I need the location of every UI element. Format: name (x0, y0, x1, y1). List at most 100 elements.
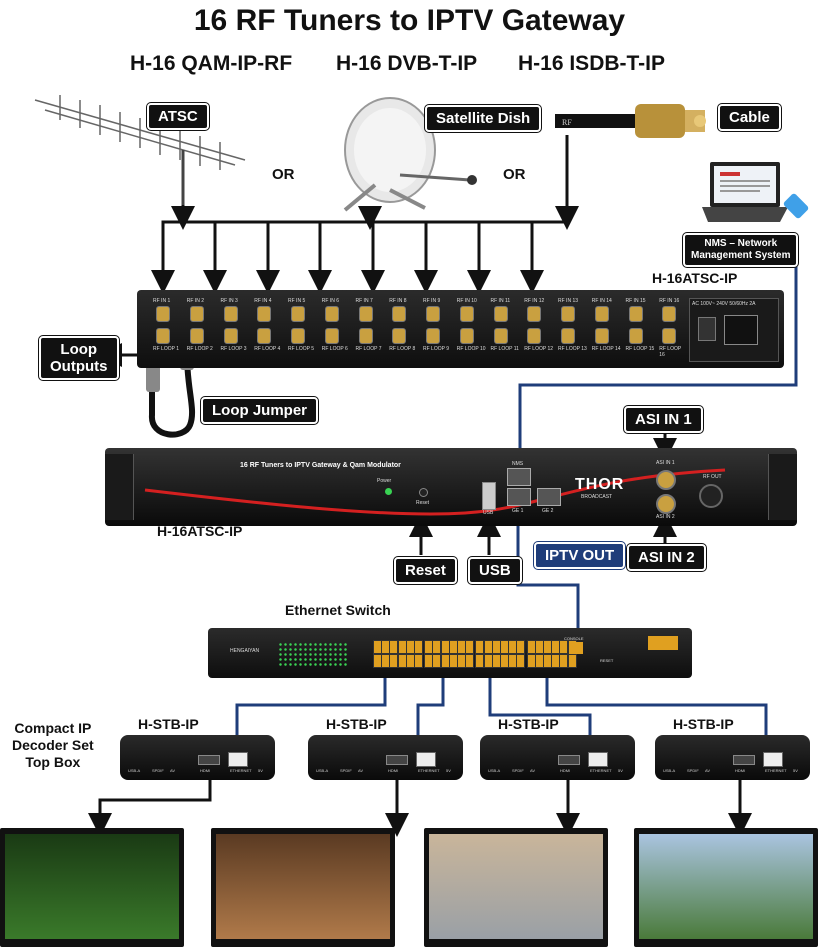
stb-port-label: 5V (618, 768, 623, 773)
stb-hdmi-port[interactable] (558, 755, 580, 765)
rack-ear-right (768, 454, 797, 520)
rf-loop-connector[interactable] (257, 328, 272, 344)
switch-ethernet-port[interactable] (465, 640, 475, 654)
switch-reset-label: RESET (600, 658, 614, 663)
switch-ethernet-port[interactable] (414, 640, 423, 654)
rf-loop-connector[interactable] (662, 328, 677, 344)
rf-in-connector[interactable] (392, 306, 407, 322)
rf-loop-connector[interactable] (459, 328, 474, 344)
nms-label-line2: Management System (691, 250, 791, 261)
stb-port-label: SPDIF (687, 768, 699, 773)
rf-in-connector[interactable] (291, 306, 305, 322)
rf-in-connector[interactable] (662, 306, 677, 322)
rf-loop-connector[interactable] (426, 328, 440, 344)
rf-loop-connector[interactable] (628, 328, 643, 344)
rf-loop-connector[interactable] (392, 328, 407, 344)
switch-led-panel (278, 642, 348, 666)
reset-button[interactable] (419, 488, 428, 497)
stb-port-label: ETHERNET (590, 768, 612, 773)
rf-loop-connector[interactable] (358, 328, 373, 344)
power-inlet-icon (724, 315, 758, 345)
rf-in-connector[interactable] (628, 306, 643, 322)
stb-port-label: USB-A (488, 768, 501, 773)
asi-in-1-port[interactable] (656, 470, 676, 490)
rf-loop-connector[interactable] (291, 328, 305, 344)
stb-port-label: HDMI (200, 768, 211, 773)
laptop-icon (702, 162, 788, 222)
stb-hdmi-port[interactable] (733, 755, 755, 765)
satellite-dish-icon (343, 97, 477, 212)
ge1-port[interactable] (507, 488, 531, 506)
rf-loop-label: RF LOOP 9 (423, 346, 450, 352)
asi-in-1-callout: ASI IN 1 (624, 406, 703, 433)
stb-port-label: 5V (446, 768, 451, 773)
atsc-label: ATSC (147, 103, 209, 130)
rf-loop-label: RF LOOP 10 (456, 346, 486, 352)
rf-loop-label: RF LOOP 11 (490, 346, 519, 352)
rf-loop-connector[interactable] (156, 328, 170, 344)
rf-in-connector[interactable] (257, 306, 272, 322)
rf-in-connector[interactable] (156, 306, 170, 322)
rf-in-connector[interactable] (223, 306, 238, 322)
rf-in-connector[interactable] (527, 306, 542, 322)
rf-in-connector[interactable] (324, 306, 339, 322)
nms-port[interactable] (507, 468, 531, 486)
usb-port[interactable] (482, 482, 496, 510)
rf-loop-connector[interactable] (561, 328, 575, 344)
rf-loop-label: RF LOOP 2 (186, 346, 213, 352)
stb-ethernet-port[interactable] (763, 752, 783, 767)
rf-loop-connector[interactable] (527, 328, 542, 344)
front-panel-device: 16 RF Tuners to IPTV Gateway & Qam Modul… (105, 448, 797, 526)
thor-logo: THOR (575, 476, 625, 493)
asi-in-2-port[interactable] (656, 494, 676, 514)
stb-ethernet-port[interactable] (588, 752, 608, 767)
rf-in-label: RF IN 5 (288, 298, 306, 304)
switch-ethernet-port[interactable] (516, 654, 526, 668)
nms-label: NMS – Network Management System (683, 233, 799, 267)
rf-in-connector[interactable] (594, 306, 609, 322)
switch-title: Ethernet Switch (285, 602, 391, 618)
rf-loop-label: RF LOOP 15 (625, 346, 655, 352)
rf-in-label: RF IN 4 (254, 298, 272, 304)
rf-loop-connector[interactable] (594, 328, 609, 344)
rf-out-port[interactable] (699, 484, 723, 508)
switch-ethernet-port[interactable] (465, 654, 475, 668)
stb-ethernet-port[interactable] (228, 752, 248, 767)
rf-in-connector[interactable] (358, 306, 373, 322)
soccer-players-icon (5, 834, 179, 939)
power-rating: AC 100V~ 240V 50/60Hz 2A (692, 301, 756, 307)
rf-loop-connector[interactable] (493, 328, 508, 344)
usb-port-label: USB (483, 510, 494, 516)
switch-port-grid (373, 640, 577, 668)
switch-ethernet-port[interactable] (516, 640, 526, 654)
rf-loop-label: RF LOOP 14 (591, 346, 621, 352)
stb-hdmi-port[interactable] (198, 755, 220, 765)
stb-hdmi-port[interactable] (386, 755, 408, 765)
rf-loop-connector[interactable] (189, 328, 204, 344)
rf-in-connector[interactable] (426, 306, 440, 322)
rf-in-label: RF IN 13 (558, 298, 579, 304)
rf-in-connector[interactable] (493, 306, 508, 322)
loop-jumper-cable (149, 354, 196, 438)
rf-loop-label: RF LOOP 16 (659, 346, 682, 358)
console-port[interactable] (569, 642, 583, 654)
rf-in-connector[interactable] (189, 306, 204, 322)
rf-in-connector[interactable] (459, 306, 474, 322)
switch-ethernet-port[interactable] (567, 654, 577, 668)
red-swoosh-icon (144, 468, 726, 516)
rf-loop-connector[interactable] (223, 328, 238, 344)
model-name-1: H-16 QAM-IP-RF (130, 52, 293, 75)
stb-port-label: SPDIF (512, 768, 524, 773)
reset-label: Reset (416, 500, 430, 506)
power-switch-icon[interactable] (698, 317, 716, 341)
ge2-port[interactable] (537, 488, 561, 506)
rf-in-connector[interactable] (561, 306, 575, 322)
console-label: CONSOLE (564, 636, 584, 641)
rack-ear-left (105, 454, 134, 520)
rf-loop-label: RF LOOP 12 (524, 346, 554, 352)
stb-ethernet-port[interactable] (416, 752, 436, 767)
rf-in-label: RF IN 1 (153, 298, 171, 304)
rf-loop-connector[interactable] (324, 328, 339, 344)
switch-ethernet-port[interactable] (414, 654, 423, 668)
